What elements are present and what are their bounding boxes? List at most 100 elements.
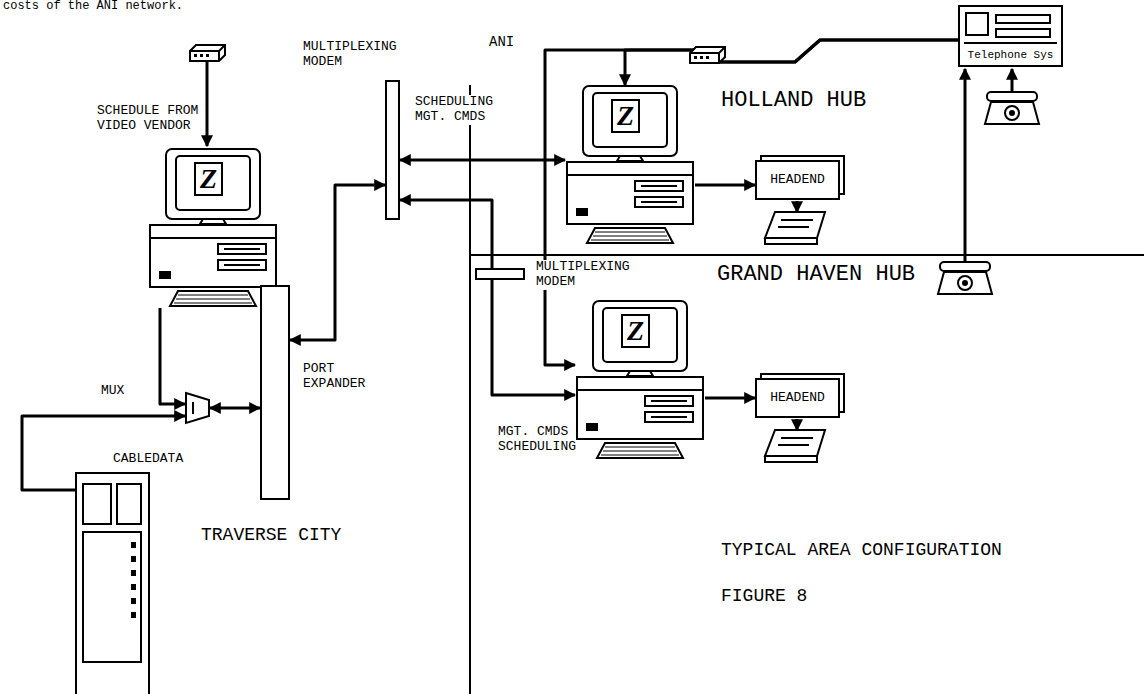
printer-icon bbox=[765, 430, 825, 456]
case-trim bbox=[577, 389, 703, 391]
cabinet-lamp bbox=[131, 556, 136, 562]
drive-bay bbox=[218, 244, 266, 254]
modem-icon bbox=[190, 50, 219, 52]
data-link bbox=[625, 40, 958, 85]
power-button bbox=[577, 209, 587, 215]
data-link bbox=[545, 40, 958, 365]
case-trim bbox=[567, 174, 693, 176]
power-button bbox=[587, 424, 597, 430]
data-line bbox=[206, 62, 209, 146]
drive-slot bbox=[651, 416, 687, 418]
shape-outline bbox=[185, 392, 210, 424]
cabinet-outline bbox=[76, 473, 149, 694]
keyboard bbox=[587, 228, 673, 243]
node-label: MUX bbox=[100, 384, 142, 399]
modem-icon bbox=[706, 56, 709, 59]
screen bbox=[593, 93, 667, 147]
printer-icon bbox=[765, 456, 817, 462]
drive-bay bbox=[645, 396, 693, 406]
screen bbox=[176, 156, 250, 210]
node-label: MULTIPLEXING MODEM bbox=[302, 40, 400, 70]
telephone-icon bbox=[985, 92, 1039, 124]
system-case bbox=[567, 162, 693, 224]
cabinet-lamp bbox=[131, 612, 136, 618]
cabinet-panel bbox=[117, 484, 141, 524]
telephone-icon bbox=[985, 102, 1039, 124]
telephone-icon bbox=[940, 262, 990, 271]
cabinet-lamp bbox=[131, 542, 136, 548]
phone-line bbox=[964, 69, 967, 262]
region-divider bbox=[469, 85, 471, 694]
monitor-stand bbox=[627, 371, 653, 376]
telephone-icon bbox=[958, 276, 972, 290]
computer: Z bbox=[148, 148, 278, 308]
telephone-system: Telephone Sys bbox=[958, 5, 1063, 67]
computer: Z bbox=[565, 85, 695, 245]
drive-bay bbox=[218, 260, 266, 270]
data-link bbox=[400, 159, 565, 162]
monitor-stand bbox=[200, 219, 226, 224]
keyboard bbox=[597, 443, 683, 458]
key-row bbox=[591, 240, 669, 241]
key-row bbox=[603, 451, 677, 452]
modem-icon bbox=[194, 54, 197, 57]
key-row bbox=[178, 295, 248, 296]
drive-bay bbox=[635, 197, 683, 207]
monitor-stand bbox=[617, 156, 643, 161]
system-case bbox=[150, 225, 276, 287]
data-link bbox=[705, 397, 755, 400]
printer-icon bbox=[781, 437, 813, 439]
case-trim bbox=[150, 237, 276, 239]
system-case bbox=[577, 377, 703, 439]
telephone-icon bbox=[1010, 111, 1014, 115]
modem-icon bbox=[206, 54, 209, 57]
data-link bbox=[210, 407, 260, 410]
link-label: SCHEDULING MGT. CMDS bbox=[414, 95, 502, 125]
telephone-icon bbox=[938, 262, 992, 294]
modem-icon bbox=[200, 54, 203, 57]
node-label: HEADEND bbox=[770, 173, 825, 188]
telephone-icon bbox=[1005, 106, 1019, 120]
modem-icon bbox=[190, 45, 225, 61]
printer-icon bbox=[765, 430, 825, 462]
modem-icon bbox=[719, 47, 725, 53]
drive-slot bbox=[224, 248, 260, 250]
cabinet-lamp bbox=[131, 584, 136, 590]
phone-line bbox=[1011, 69, 1014, 92]
node-label: PORT EXPANDER bbox=[302, 362, 384, 392]
data-link bbox=[160, 308, 185, 404]
source-label: SCHEDULE FROM VIDEO VENDOR bbox=[96, 104, 202, 134]
hub-label: GRAND HAVEN HUB bbox=[716, 262, 916, 287]
node-label: CABLEDATA bbox=[112, 452, 204, 467]
port-expander: PORT EXPANDER bbox=[260, 285, 290, 500]
shape-outline bbox=[75, 472, 150, 694]
node-label: Telephone Sys bbox=[968, 49, 1054, 65]
drive-slot bbox=[651, 400, 687, 402]
page-text: costs of the ANI network. bbox=[2, 0, 184, 14]
data-link bbox=[400, 200, 492, 268]
telephone-icon bbox=[938, 272, 992, 294]
logo-text: Z bbox=[621, 314, 650, 348]
drive-bay bbox=[635, 181, 683, 191]
drive-slot bbox=[224, 264, 260, 266]
cabledata-cabinet: CABLEDATA bbox=[75, 472, 150, 694]
modem-icon bbox=[718, 53, 720, 63]
key-row bbox=[595, 232, 665, 233]
telephone-icon bbox=[963, 281, 967, 285]
key-row bbox=[601, 455, 679, 456]
data-link bbox=[290, 185, 385, 340]
modem-icon bbox=[690, 47, 725, 63]
node-label: MULTIPLEXING MODEM bbox=[535, 260, 633, 290]
modem-icon bbox=[218, 51, 220, 61]
drive-slot bbox=[641, 185, 677, 187]
modem-icon bbox=[700, 56, 703, 59]
key-row bbox=[593, 236, 667, 237]
key-row bbox=[174, 303, 252, 304]
screen bbox=[603, 308, 677, 362]
monitor bbox=[166, 149, 260, 219]
region-divider bbox=[470, 85, 1144, 694]
power-button bbox=[160, 272, 170, 278]
modem-icon bbox=[190, 45, 225, 61]
figure-caption: TYPICAL AREA CONFIGURATION bbox=[720, 540, 1003, 561]
